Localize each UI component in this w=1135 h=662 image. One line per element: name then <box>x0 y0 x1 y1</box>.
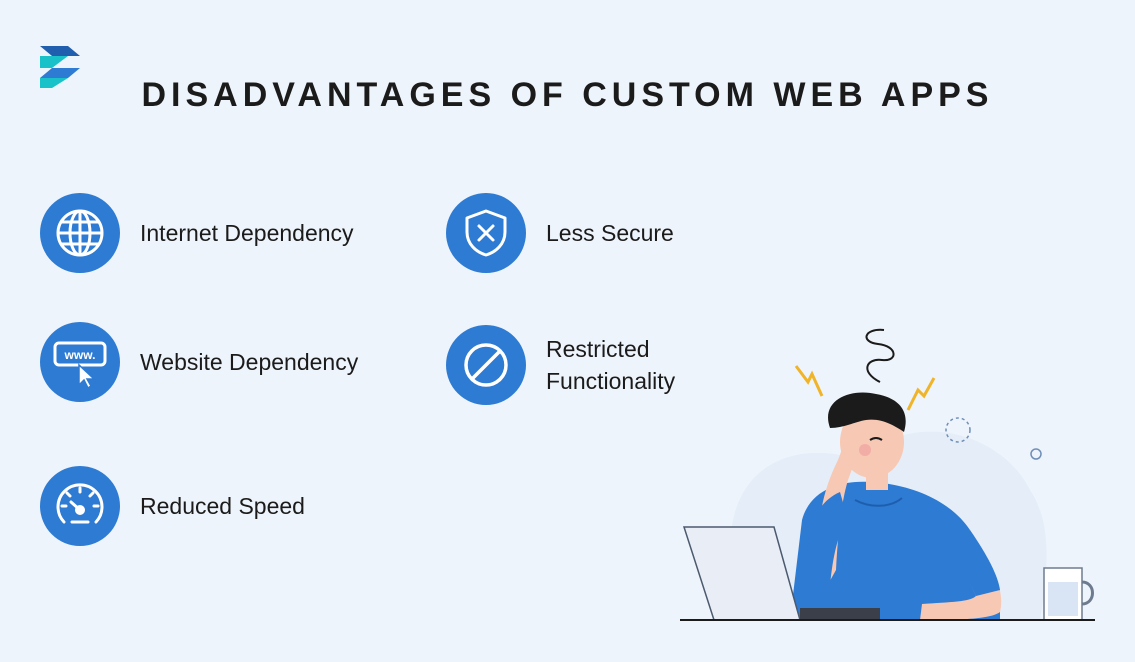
prohibited-icon <box>446 325 526 405</box>
shield-x-icon <box>446 193 526 273</box>
item-label: Website Dependency <box>140 349 359 375</box>
page-title: DISADVANTAGES OF CUSTOM WEB APPS <box>141 76 994 114</box>
item-website-dependency: www. Website Dependency <box>40 322 358 402</box>
brand-logo-icon <box>40 46 80 88</box>
item-label: Internet Dependency <box>140 220 354 246</box>
svg-text:www.: www. <box>64 348 96 362</box>
item-label: Reduced Speed <box>140 493 305 519</box>
item-label: Restricted Functionality <box>546 336 676 394</box>
speedometer-icon <box>40 466 120 546</box>
item-reduced-speed: Reduced Speed <box>40 466 305 546</box>
item-label: Less Secure <box>546 220 674 246</box>
item-internet-dependency: Internet Dependency <box>40 193 354 273</box>
frustrated-man-illustration <box>680 328 1095 621</box>
item-restricted-functionality: Restricted Functionality <box>446 325 675 405</box>
item-less-secure: Less Secure <box>446 193 674 273</box>
globe-icon <box>40 193 120 273</box>
www-cursor-icon: www. <box>40 322 120 402</box>
